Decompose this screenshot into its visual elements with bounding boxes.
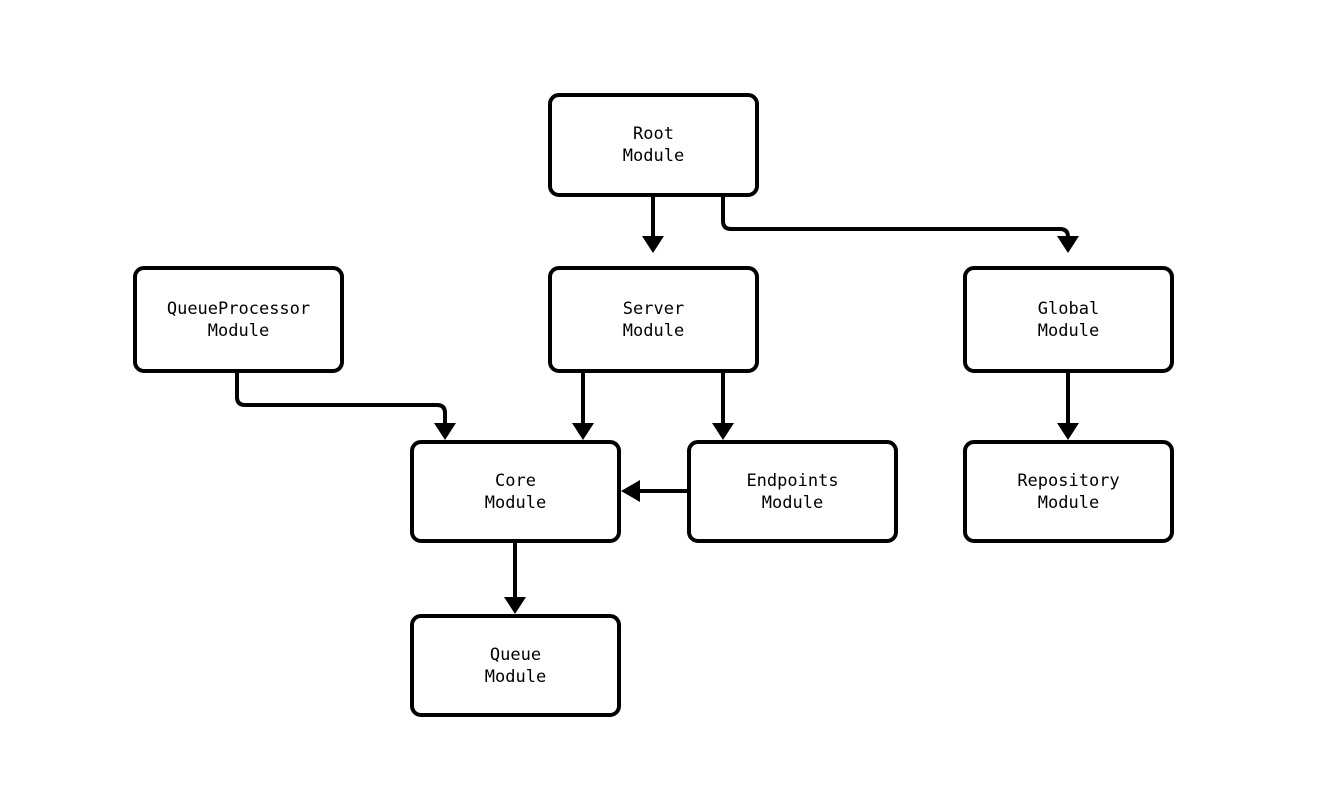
edge-endpoints-to-core [621, 480, 687, 502]
node-root-label: Root Module [622, 124, 685, 166]
node-global-label: Global Module [1037, 298, 1100, 341]
node-core-label: Core Module [484, 470, 547, 513]
edge-core-to-queue [504, 543, 526, 614]
node-server[interactable]: Server Module [548, 266, 759, 373]
node-queue[interactable]: Queue Module [410, 614, 621, 717]
edge-server-to-endpoints [712, 373, 734, 440]
node-endpoints[interactable]: Endpoints Module [687, 440, 898, 543]
node-global[interactable]: Global Module [963, 266, 1174, 373]
node-core[interactable]: Core Module [410, 440, 621, 543]
node-repository[interactable]: Repository Module [963, 440, 1174, 543]
node-queue-label: Queue Module [484, 644, 547, 687]
node-queueprocessor-label: QueueProcessor Module [166, 298, 311, 341]
node-server-label: Server Module [622, 298, 685, 341]
node-queueprocessor[interactable]: QueueProcessor Module [133, 266, 344, 373]
edge-root-to-server [642, 197, 664, 253]
node-root[interactable]: Root Module [548, 93, 759, 197]
node-endpoints-label: Endpoints Module [746, 470, 839, 513]
edge-global-to-repository [1057, 373, 1079, 440]
edge-server-to-core [572, 373, 594, 440]
node-repository-label: Repository Module [1017, 470, 1120, 513]
edge-root-to-global [721, 197, 1079, 253]
edge-queueprocessor-to-core [235, 373, 456, 440]
